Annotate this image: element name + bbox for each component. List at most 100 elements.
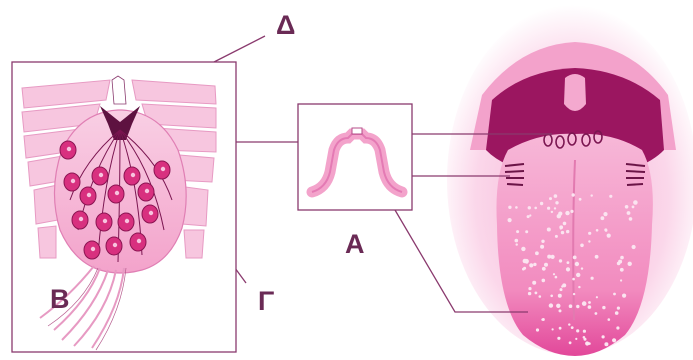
papilla-dot: [559, 259, 562, 262]
papilla-inset: [298, 104, 412, 210]
papilla-dot: [539, 295, 542, 298]
nucleolus: [115, 191, 119, 195]
papilla-dot: [576, 273, 580, 277]
nucleolus: [113, 243, 117, 247]
papilla-dot: [563, 222, 567, 226]
papilla-dot: [620, 279, 622, 281]
papilla-dot: [560, 288, 563, 291]
nucleolus: [137, 239, 141, 243]
papilla-dot: [542, 267, 546, 271]
papilla-dot: [516, 243, 518, 245]
papilla-dot: [596, 229, 599, 232]
papilla-dot: [601, 216, 605, 220]
papilla-dot: [540, 245, 544, 249]
papilla-dot: [604, 342, 608, 346]
papilla-dot: [570, 210, 573, 213]
papilla-dot: [569, 341, 572, 344]
papilla-dot: [552, 328, 554, 330]
papilla-dot: [541, 240, 544, 243]
papilla-dot: [555, 235, 558, 238]
papilla-dot: [573, 256, 577, 260]
papilla-dot: [595, 312, 598, 315]
papilla-dot: [508, 218, 512, 222]
papilla-dot: [607, 234, 611, 238]
papilla-dot: [596, 296, 598, 298]
nucleolus: [67, 147, 71, 151]
papilla-dot: [556, 304, 560, 308]
papilla-dot: [544, 263, 548, 267]
papilla-dot: [617, 307, 620, 310]
papilla-dot: [523, 267, 526, 270]
nucleolus: [161, 167, 165, 171]
papilla-dot: [549, 303, 553, 307]
papilla-dot: [528, 206, 531, 209]
papilla-dot: [561, 285, 563, 287]
papilla-dot: [603, 212, 607, 216]
uvula: [564, 74, 586, 111]
papilla-dot: [521, 247, 525, 251]
papilla-dot: [632, 206, 635, 209]
papilla-dot: [578, 286, 580, 288]
papilla-dot: [612, 338, 616, 342]
papilla-dot: [535, 251, 539, 255]
papilla-dot: [591, 277, 594, 280]
label-gamma: Γ: [258, 286, 274, 316]
papilla-dot: [572, 278, 575, 281]
label-beta: B: [50, 284, 70, 314]
taste-pore: [352, 128, 362, 134]
label-delta: Δ: [276, 10, 295, 40]
papilla-dot: [516, 230, 519, 233]
papilla-dot: [555, 201, 558, 204]
papilla-dot: [566, 267, 570, 271]
papilla-dot: [558, 294, 562, 298]
papilla-dot: [625, 205, 629, 209]
papilla-dot: [582, 301, 587, 306]
papilla-dot: [583, 336, 586, 339]
papilla-dot: [588, 305, 592, 309]
papilla-dot: [515, 206, 518, 209]
papilla-dot: [622, 294, 626, 298]
papilla-dot: [532, 281, 536, 285]
papilla-dot: [523, 259, 528, 264]
papilla-dot: [554, 194, 558, 198]
papilla-dot: [571, 326, 574, 329]
papilla-dot: [533, 263, 536, 266]
papilla-dot: [528, 287, 531, 290]
taste-bud-detail: [12, 62, 236, 352]
papilla-dot: [620, 268, 624, 272]
papilla-dot: [561, 231, 564, 234]
papilla-dot: [555, 276, 558, 279]
papilla-dot: [633, 200, 638, 205]
nucleolus: [131, 173, 135, 177]
papilla-dot: [567, 261, 570, 264]
papilla-dot: [588, 301, 591, 304]
papilla-dot: [573, 293, 575, 295]
papilla-dot: [629, 217, 633, 221]
papilla-dot: [588, 232, 591, 235]
nucleolus: [91, 247, 95, 251]
papilla-dot: [559, 327, 562, 330]
papilla-dot: [588, 342, 591, 345]
papilla-dot: [529, 263, 533, 267]
papilla-dot: [627, 211, 631, 215]
mouth-illustration: [447, 5, 693, 356]
papilla-dot: [583, 330, 586, 333]
papilla-dot: [568, 323, 570, 325]
papilla-dot: [628, 262, 632, 266]
papilla-dot: [569, 304, 573, 308]
papilla-dot: [588, 240, 590, 242]
papilla-dot: [557, 214, 561, 218]
papilla-dot: [549, 197, 552, 200]
nucleolus: [71, 179, 75, 183]
papilla-dot: [551, 255, 555, 259]
papilla-dot: [616, 326, 619, 329]
papilla-dot: [551, 211, 553, 213]
papilla-dot: [557, 337, 560, 340]
nucleolus: [145, 189, 149, 193]
nucleolus: [99, 173, 103, 177]
papilla-dot: [575, 262, 579, 266]
papilla-dot: [613, 293, 616, 296]
papilla-dot: [528, 292, 531, 295]
papilla-dot: [554, 207, 556, 209]
